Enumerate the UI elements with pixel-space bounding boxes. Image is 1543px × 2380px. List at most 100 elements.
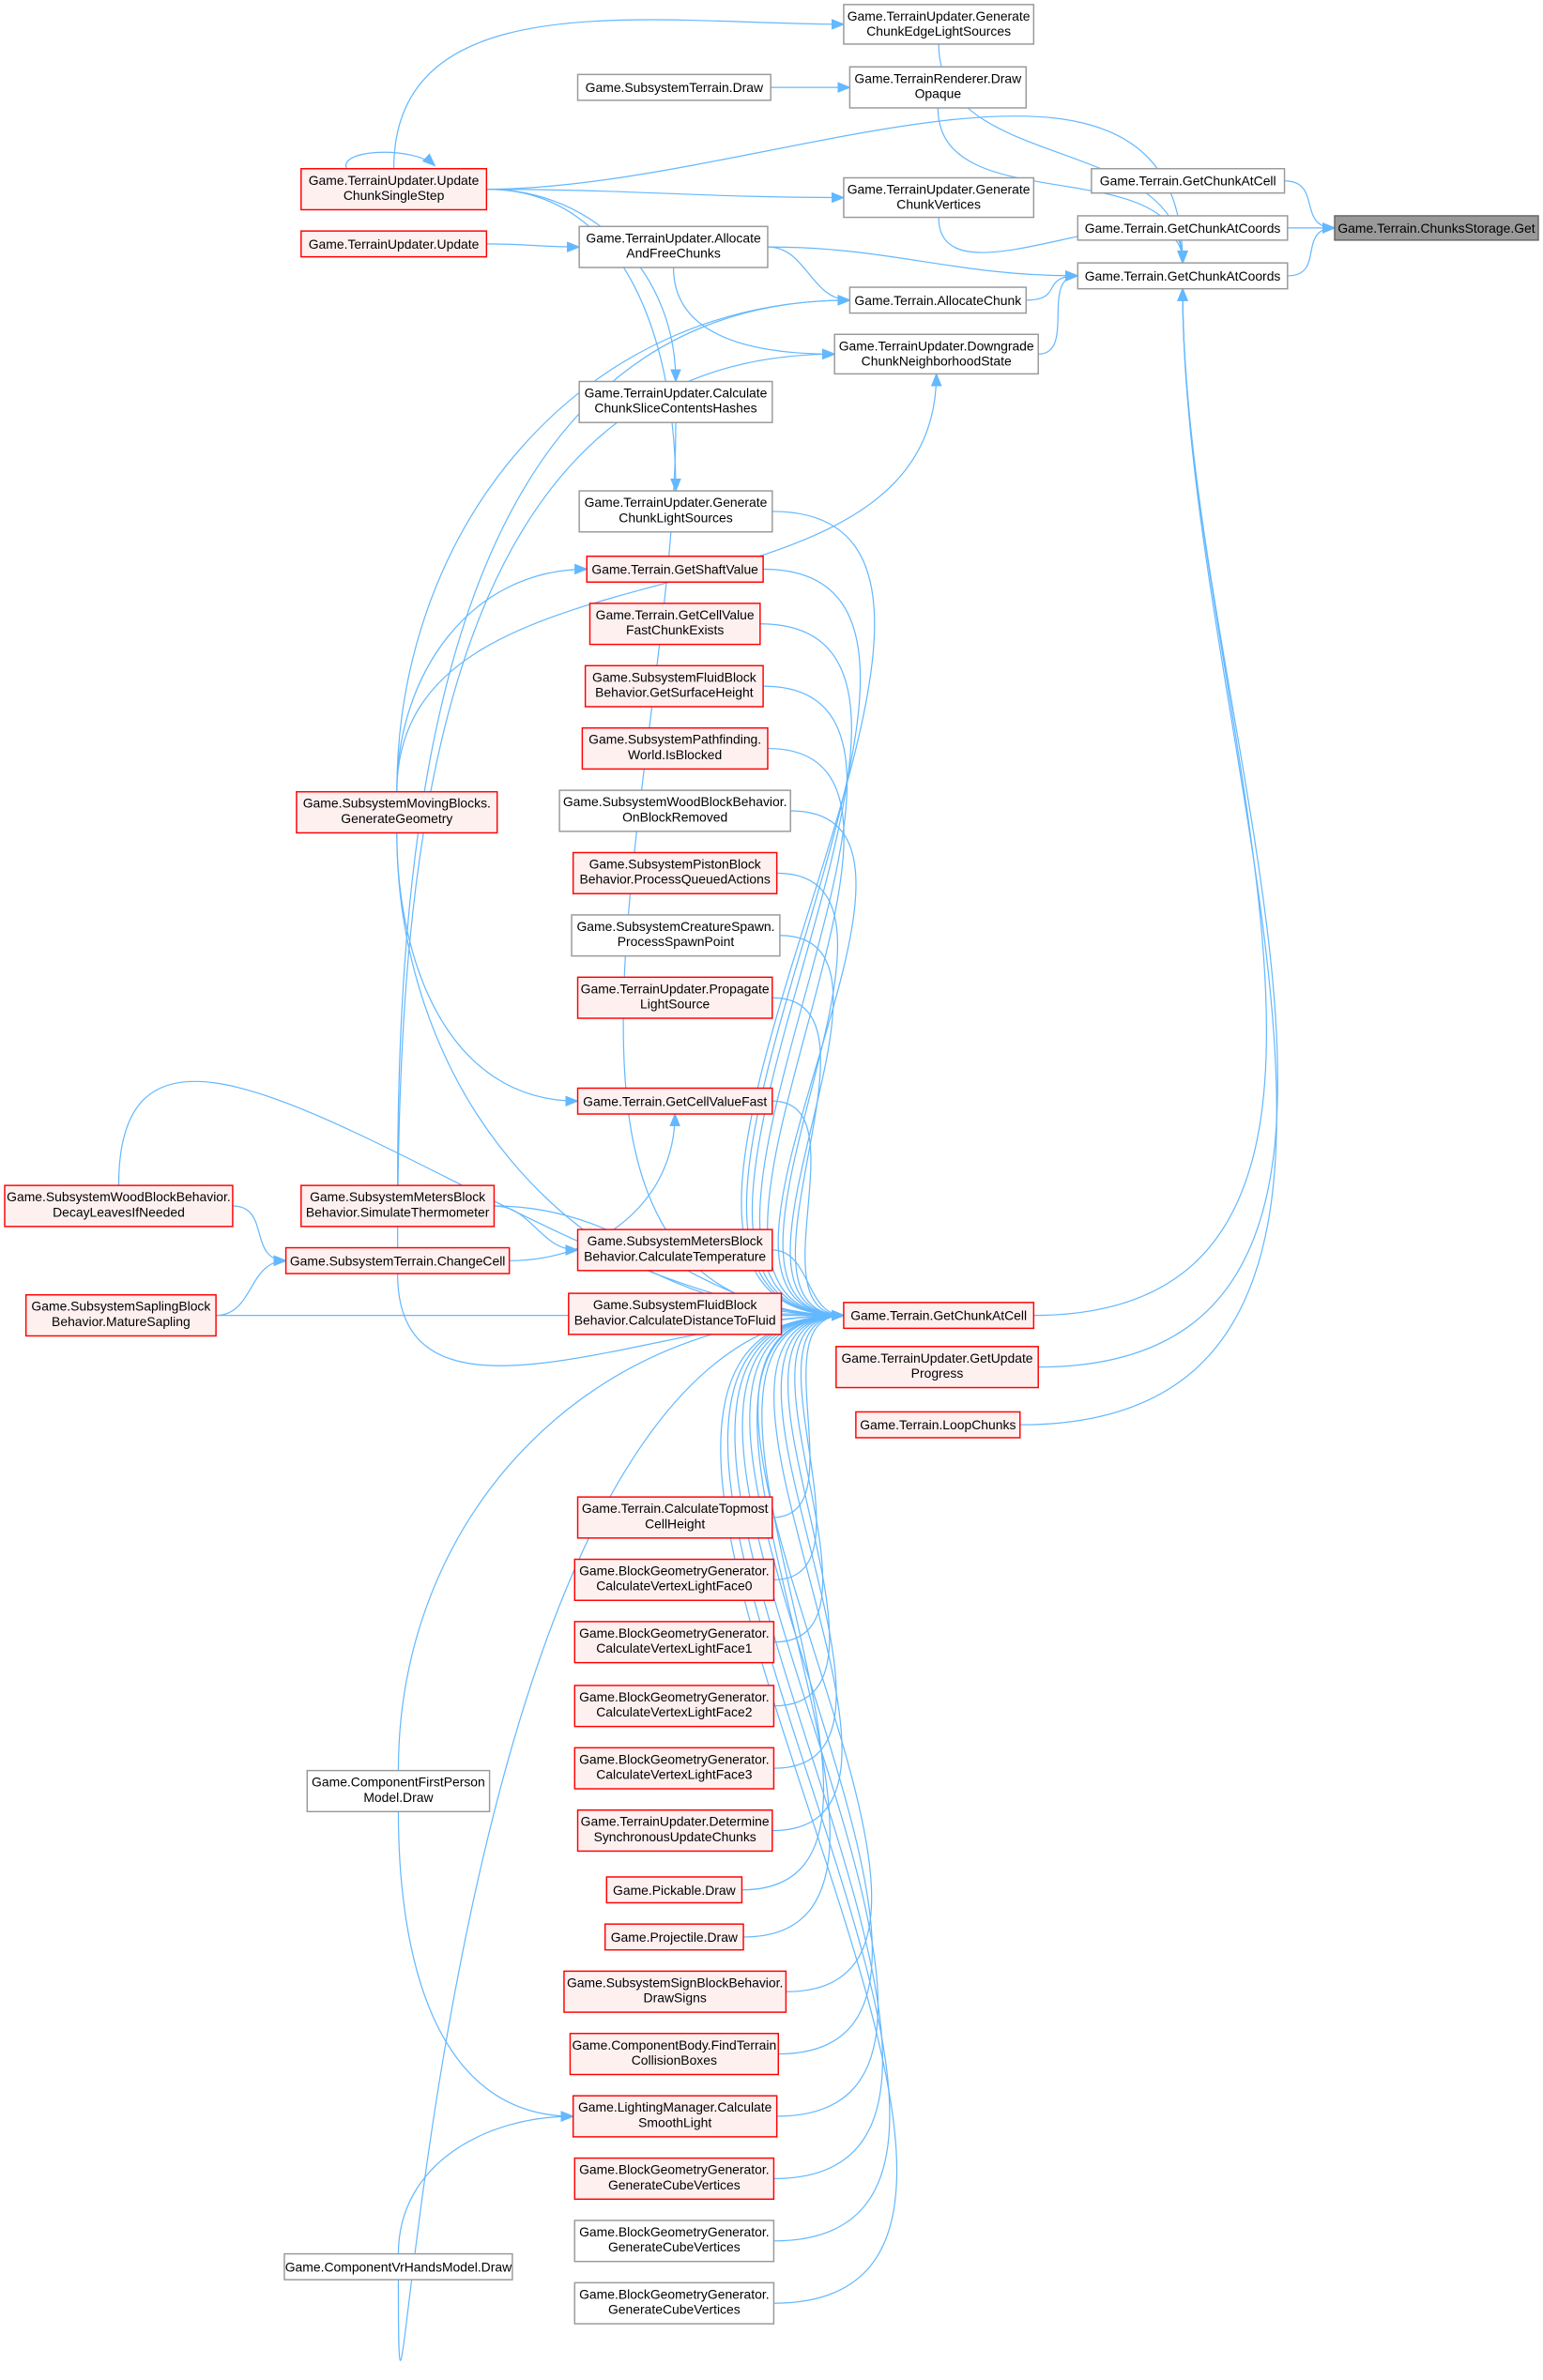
call-edge bbox=[726, 1309, 891, 2242]
node-label: Game.SubsystemMetersBlock bbox=[310, 1189, 485, 1204]
graph-node[interactable]: Game.BlockGeometryGenerator.GenerateCube… bbox=[573, 2220, 775, 2263]
call-edge bbox=[758, 685, 848, 1321]
graph-node[interactable]: Game.TerrainUpdater.DetermineSynchronous… bbox=[576, 1808, 773, 1853]
node-label: Behavior.MatureSapling bbox=[52, 1314, 191, 1329]
graph-node[interactable]: Game.TerrainUpdater.GenerateChunkEdgeLig… bbox=[843, 4, 1035, 45]
node-box bbox=[605, 1876, 743, 1904]
call-edge bbox=[397, 2111, 575, 2254]
graph-node[interactable]: Game.SubsystemMetersBlockBehavior.Simula… bbox=[300, 1184, 496, 1228]
graph-node[interactable]: Game.TerrainUpdater.GenerateChunkVertice… bbox=[843, 176, 1035, 219]
graph-node[interactable]: Game.LightingManager.CalculateSmoothLigh… bbox=[572, 2095, 778, 2138]
graph-node[interactable]: Game.TerrainUpdater.CalculateChunkSliceC… bbox=[578, 380, 773, 423]
call-edge bbox=[777, 810, 857, 1321]
graph-node[interactable]: Game.Terrain.GetCellValueFast bbox=[576, 1087, 773, 1115]
call-edge bbox=[396, 563, 588, 792]
node-label: Game.SubsystemMetersBlock bbox=[588, 1233, 763, 1248]
node-label: Game.BlockGeometryGenerator. bbox=[579, 2224, 770, 2239]
graph-node[interactable]: Game.Terrain.GetChunkAtCoords bbox=[1077, 215, 1289, 241]
node-label: Model.Draw bbox=[363, 1790, 434, 1805]
node-label: Game.ComponentVrHandsModel.Draw bbox=[285, 2259, 512, 2274]
graph-node[interactable]: Game.Terrain.GetShaftValue bbox=[586, 555, 764, 583]
node-label: Behavior.GetSurfaceHeight bbox=[595, 685, 754, 700]
graph-node[interactable]: Game.Terrain.AllocateChunk bbox=[848, 286, 1027, 314]
graph-node[interactable]: Game.Terrain.GetChunkAtCell bbox=[843, 1302, 1035, 1330]
node-label: Game.TerrainUpdater.Determine bbox=[581, 1814, 770, 1829]
graph-node[interactable]: Game.SubsystemMovingBlocks.GenerateGeome… bbox=[296, 790, 498, 834]
call-edge bbox=[776, 872, 846, 1321]
graph-node[interactable]: Game.BlockGeometryGenerator.CalculateVer… bbox=[573, 1747, 775, 1790]
call-edge bbox=[672, 267, 836, 360]
node-box bbox=[571, 914, 781, 957]
node-label: Game.TerrainRenderer.Draw bbox=[854, 70, 1022, 85]
node-box bbox=[833, 333, 1039, 375]
node-label: ProcessSpawnPoint bbox=[618, 934, 735, 949]
graph-node[interactable]: Game.SubsystemFluidBlockBehavior.Calcula… bbox=[568, 1292, 783, 1335]
call-edge bbox=[494, 1205, 579, 1256]
call-edge bbox=[767, 747, 846, 1321]
graph-node[interactable]: Game.TerrainUpdater.Update bbox=[300, 230, 488, 258]
node-label: Opaque bbox=[915, 85, 962, 100]
node-box bbox=[300, 168, 488, 211]
graph-node[interactable]: Game.Terrain.GetChunkAtCoords bbox=[1077, 262, 1289, 290]
graph-node[interactable]: Game.SubsystemMetersBlockBehavior.Calcul… bbox=[576, 1228, 773, 1272]
node-label: CalculateVertexLightFace0 bbox=[596, 1579, 752, 1594]
graph-node[interactable]: Game.BlockGeometryGenerator.CalculateVer… bbox=[573, 1558, 775, 1601]
node-label: CalculateVertexLightFace3 bbox=[596, 1767, 752, 1782]
graph-node[interactable]: Game.SubsystemFluidBlockBehavior.GetSurf… bbox=[584, 664, 764, 708]
graph-node[interactable]: Game.SubsystemCreatureSpawn.ProcessSpawn… bbox=[571, 914, 781, 957]
node-label: Game.BlockGeometryGenerator. bbox=[579, 1564, 770, 1579]
node-box bbox=[578, 225, 769, 268]
node-label: Game.BlockGeometryGenerator. bbox=[579, 1751, 770, 1766]
call-edge bbox=[1033, 287, 1268, 1317]
node-label: Game.Terrain.GetCellValueFast bbox=[583, 1093, 767, 1108]
graph-node[interactable]: Game.SubsystemSignBlockBehavior.DrawSign… bbox=[563, 1970, 787, 2013]
graph-node[interactable]: Game.BlockGeometryGenerator.CalculateVer… bbox=[573, 1621, 775, 1664]
call-edge bbox=[486, 189, 681, 383]
node-box bbox=[576, 976, 773, 1019]
graph-node[interactable]: Game.SubsystemPathfinding.World.IsBlocke… bbox=[581, 726, 769, 770]
node-box bbox=[572, 851, 778, 894]
graph-node[interactable]: Game.SubsystemTerrain.ChangeCell bbox=[284, 1246, 511, 1274]
graph-node[interactable]: Game.ComponentVrHandsModel.Draw bbox=[283, 2252, 513, 2281]
graph-node[interactable]: Game.ComponentBody.FindTerrainCollisionB… bbox=[569, 2033, 780, 2076]
graph-node[interactable]: Game.BlockGeometryGenerator.GenerateCube… bbox=[573, 2281, 775, 2325]
node-label: Game.SubsystemWoodBlockBehavior. bbox=[7, 1189, 231, 1204]
node-label: Game.ComponentFirstPerson bbox=[312, 1775, 485, 1790]
graph-node[interactable]: Game.SubsystemWoodBlockBehavior.OnBlockR… bbox=[558, 789, 791, 832]
call-edge bbox=[773, 1309, 846, 1643]
self-call-edge bbox=[345, 151, 436, 170]
node-label: Game.TerrainUpdater.GetUpdate bbox=[841, 1350, 1032, 1365]
graph-node[interactable]: Game.SubsystemSaplingBlockBehavior.Matur… bbox=[24, 1294, 217, 1337]
graph-node[interactable]: Game.TerrainUpdater.UpdateChunkSingleSte… bbox=[300, 168, 488, 211]
node-label: ChunkVertices bbox=[896, 197, 981, 212]
graph-node[interactable]: Game.SubsystemTerrain.Draw bbox=[576, 73, 772, 101]
graph-node[interactable]: Game.SubsystemWoodBlockBehavior.DecayLea… bbox=[4, 1184, 234, 1228]
call-edge bbox=[749, 1309, 873, 2055]
graph-node[interactable]: Game.Terrain.LoopChunks bbox=[855, 1411, 1021, 1439]
node-box bbox=[573, 1621, 775, 1664]
graph-node[interactable]: Game.TerrainUpdater.AllocateAndFreeChunk… bbox=[578, 225, 769, 268]
graph-node[interactable]: Game.TerrainUpdater.GenerateChunkLightSo… bbox=[578, 490, 773, 533]
graph-node[interactable]: Game.TerrainUpdater.DowngradeChunkNeighb… bbox=[833, 333, 1039, 375]
call-edge bbox=[741, 1309, 879, 2117]
graph-node[interactable]: Game.BlockGeometryGenerator.CalculateVer… bbox=[573, 1685, 775, 1728]
node-box bbox=[284, 1246, 511, 1274]
node-label: CalculateVertexLightFace2 bbox=[596, 1704, 752, 1719]
graph-node[interactable]: Game.Terrain.GetChunkAtCell bbox=[1091, 168, 1286, 194]
graph-node[interactable]: Game.SubsystemPistonBlockBehavior.Proces… bbox=[572, 851, 778, 894]
nodes-layer: Game.Terrain.ChunksStorage.GetGame.Terra… bbox=[4, 4, 1539, 2325]
graph-node[interactable]: Game.Pickable.Draw bbox=[605, 1876, 743, 1904]
call-edge bbox=[232, 1205, 288, 1267]
node-box bbox=[848, 66, 1027, 109]
graph-node[interactable]: Game.Projectile.Draw bbox=[603, 1923, 744, 1951]
graph-node[interactable]: Game.BlockGeometryGenerator.GenerateCube… bbox=[573, 2157, 775, 2201]
node-box bbox=[558, 789, 791, 832]
node-box bbox=[573, 2220, 775, 2263]
